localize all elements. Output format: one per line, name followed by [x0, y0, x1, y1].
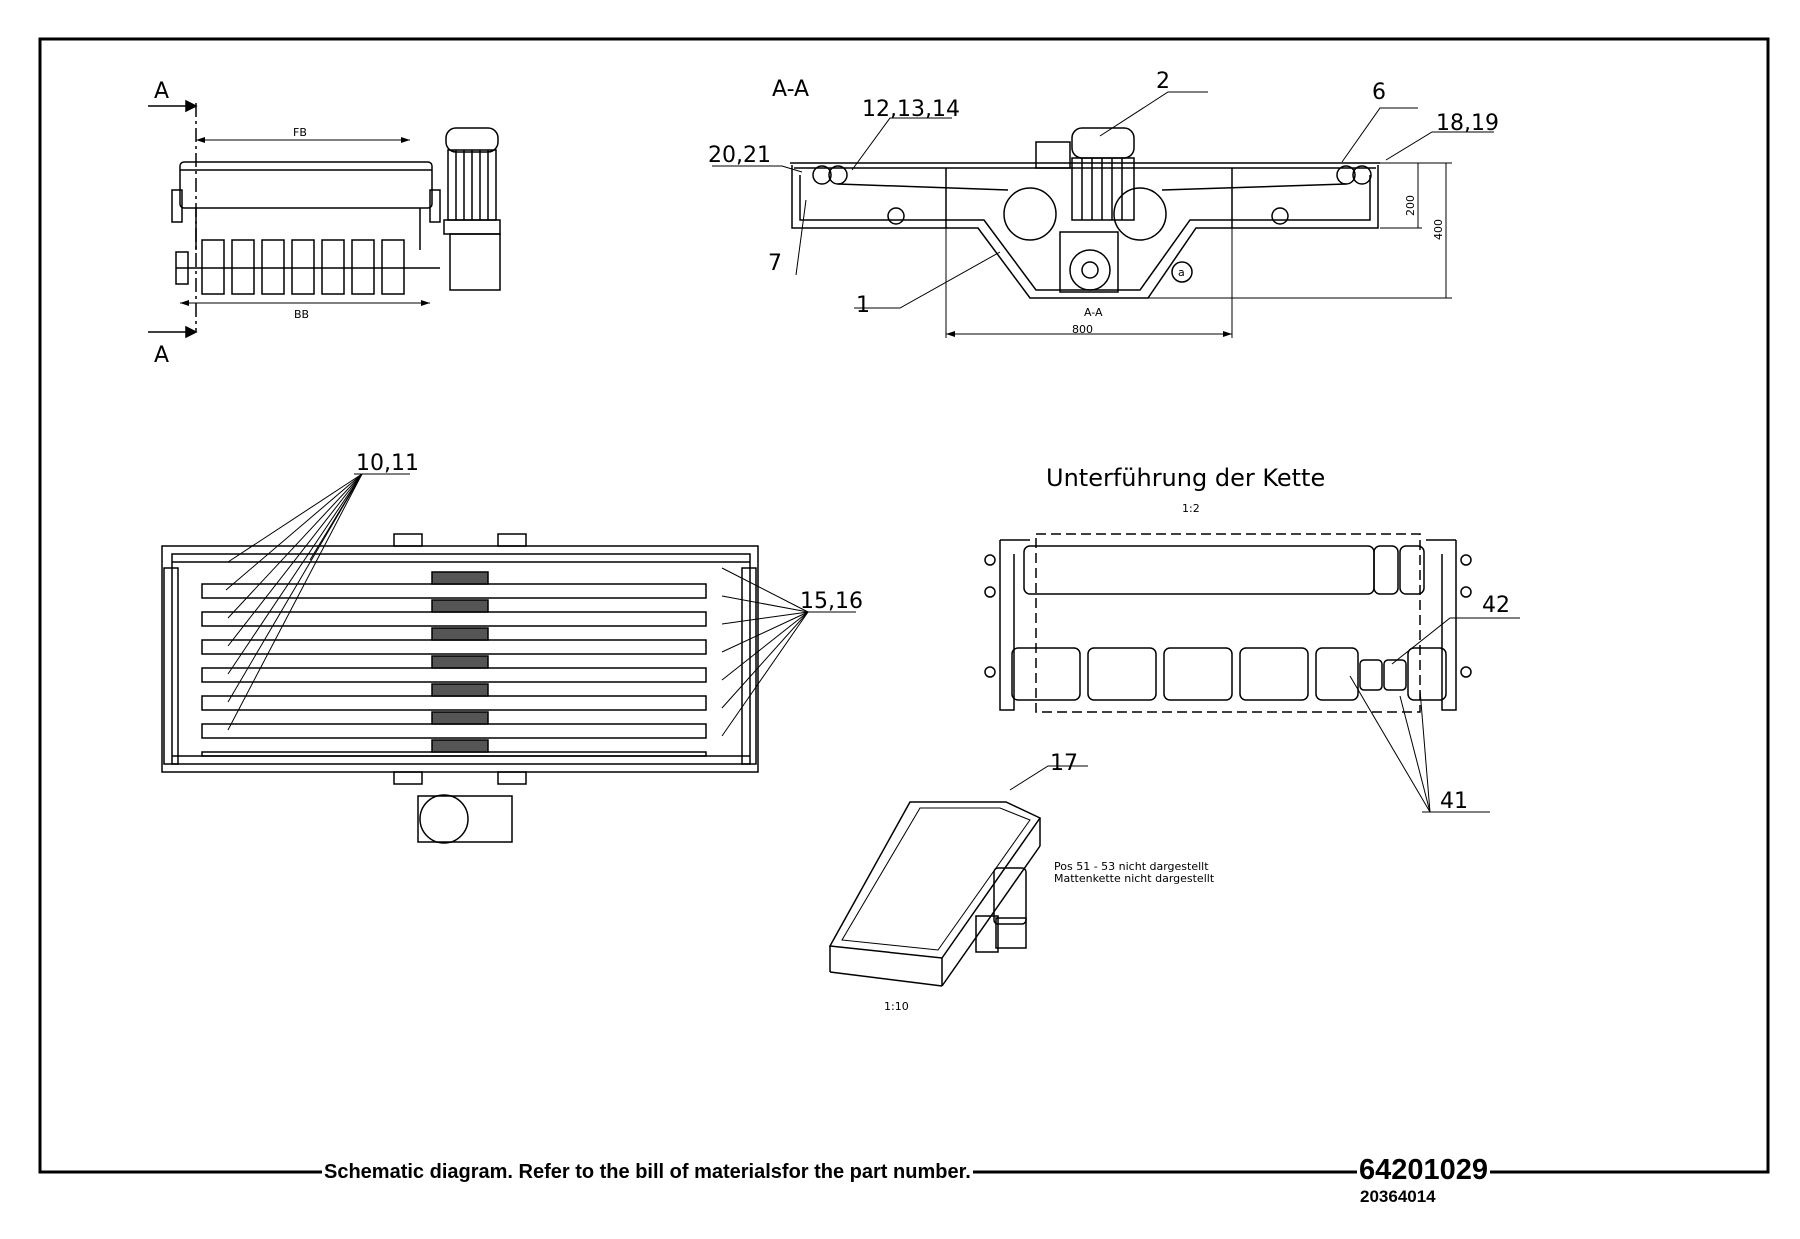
dim-800: 800 [1072, 323, 1093, 336]
detail-title: Unterführung der Kette [1046, 464, 1325, 492]
label-15-16: 15,16 [800, 589, 863, 614]
drawing-number: 64201029 [1357, 1154, 1491, 1187]
label-20-21: 20,21 [708, 143, 771, 168]
label-18-19: 18,19 [1436, 111, 1499, 136]
label-41: 41 [1440, 789, 1468, 814]
sprocket-row [175, 239, 440, 295]
label-17: 17 [1050, 751, 1078, 776]
section-motor [1071, 127, 1135, 159]
footer-note: Schematic diagram. Refer to the bill of … [322, 1161, 973, 1184]
iso-scale: 1:10 [884, 1000, 909, 1013]
label-10-11: 10,11 [356, 451, 419, 476]
section-gearbox [1059, 231, 1119, 293]
plan-gearbox [417, 795, 513, 843]
mark-a: a [1178, 266, 1185, 279]
section-mark-top: A [154, 79, 169, 104]
sub-caption-aa: A-A [1084, 306, 1103, 319]
label-6: 6 [1372, 80, 1386, 105]
view-detail [984, 533, 1520, 813]
view-iso [828, 765, 1088, 987]
view-plan [161, 473, 856, 844]
label-42: 42 [1482, 593, 1510, 618]
dim-400: 400 [1432, 219, 1445, 240]
iso-motor [993, 867, 1027, 925]
motor [445, 127, 499, 153]
label-2: 2 [1156, 69, 1170, 94]
label-1: 1 [856, 293, 870, 318]
section-title: A-A [772, 77, 809, 102]
label-7: 7 [768, 251, 782, 276]
view-top-left [148, 99, 501, 339]
dim-bb: BB [294, 308, 309, 321]
plan-sprockets [431, 571, 489, 753]
sub-number: 20364014 [1360, 1187, 1436, 1206]
detail-bottom-rollers [1011, 647, 1447, 701]
iso-note-line1: Pos 51 - 53 nicht dargestellt [1054, 860, 1209, 873]
dim-fb: FB [293, 126, 307, 139]
view-section-aa [712, 91, 1494, 338]
gearbox [449, 233, 501, 291]
section-mark-bottom: A [154, 343, 169, 368]
iso-note-line2: Mattenkette nicht dargestellt [1054, 872, 1215, 885]
detail-scale: 1:2 [1182, 502, 1200, 515]
label-12-13-14: 12,13,14 [862, 97, 960, 122]
dim-200: 200 [1404, 195, 1417, 216]
detail-top-roller [1023, 545, 1375, 595]
